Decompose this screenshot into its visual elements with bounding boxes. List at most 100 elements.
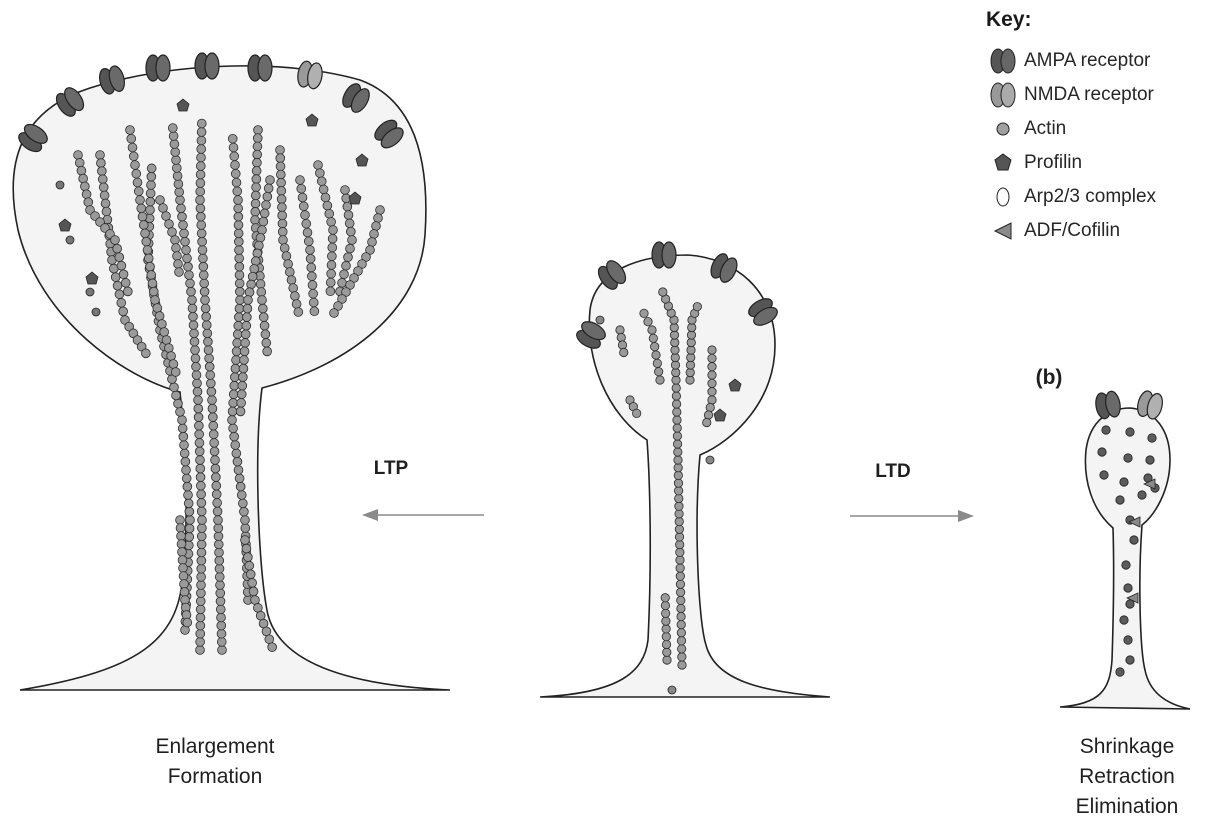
actin-bead [196,212,205,221]
actin-bead [201,296,210,305]
granule [1138,491,1146,499]
actin-bead [708,371,716,379]
actin-bead [149,287,158,296]
actin-bead [209,430,218,439]
actin-bead [640,309,648,317]
actin-bead [278,219,287,228]
actin-bead [142,237,151,246]
actin-bead [254,241,263,250]
actin-bead [229,424,238,433]
actin-bead [678,653,686,661]
actin-bead [175,268,184,277]
actin-bead [263,347,272,356]
actin-bead [197,532,206,541]
actin-bead [703,418,711,426]
actin-bead [241,516,250,525]
actin-bead [197,581,206,590]
actin-bead [141,229,150,238]
actin-bead [704,411,712,419]
actin-bead [242,313,251,322]
actin-bead [644,317,652,325]
actin-bead [216,605,225,614]
actin-bead [299,202,308,211]
actin-bead [196,481,205,490]
key-label: ADF/Cofilin [1024,220,1120,242]
actin-bead [231,364,240,373]
actin-bead [156,196,165,205]
actin-bead [96,151,105,160]
actin-bead [194,396,203,405]
actin-bead [675,540,683,548]
actin-bead [188,304,197,313]
actin-bead [234,196,243,205]
key-label: Arp2/3 complex [1024,186,1156,208]
actin-bead [209,421,218,430]
actin-bead [248,578,257,587]
actin-bead [119,307,128,316]
actin-bead [307,263,316,272]
actin-bead [253,134,262,143]
actin-bead [276,154,285,163]
key-legend: Key: AMPA receptor NMDA receptor Actin P… [986,8,1156,248]
caption-line: Elimination [1052,792,1202,822]
actin-bead [169,360,178,369]
actin-bead [676,588,684,596]
actin-bead [263,192,272,201]
key-title: Key: [986,8,1156,32]
actin-bead [258,296,267,305]
actin-bead [306,246,315,255]
actin-bead [276,162,285,171]
actin-bead [184,499,193,508]
actin-bead [195,447,204,456]
actin-bead [82,190,91,199]
actin-bead [308,281,317,290]
actin-bead [677,620,685,628]
actin-bead [241,338,250,347]
actin-bead [230,373,239,382]
caption-line: Formation [120,762,310,792]
actin-bead [262,338,271,347]
actin-bead [258,304,267,313]
actin-bead [251,216,260,225]
nmda-receptor-icon [986,80,1020,110]
granule [1100,471,1108,479]
actin-bead [102,207,111,216]
actin-bead [620,348,628,356]
actin-bead [197,136,206,145]
actin-bead [259,217,268,226]
actin-bead [176,196,185,205]
actin-bead [196,204,205,213]
actin-bead [206,379,215,388]
actin-bead [147,172,156,181]
actin-bead [190,337,199,346]
actin-bead [251,191,260,200]
actin-bead [168,124,177,133]
actin-bead [197,490,206,499]
actin-bead [171,368,180,377]
ltp-label: LTP [361,454,421,484]
granule [1122,561,1130,569]
actin-bead [197,548,206,557]
actin-bead [662,625,670,633]
actin-bead [197,128,206,137]
actin-bead [151,296,160,305]
actin-bead [195,430,204,439]
actin-bead [284,260,293,269]
actin-bead [182,246,191,255]
actin-bead [234,229,243,238]
actin-bead [673,408,681,416]
ampa-receptor-icon [986,46,1020,76]
actin-bead [653,359,661,367]
actin-bead [199,262,208,271]
actin-bead [212,490,221,499]
actin-bead [196,473,205,482]
actin-bead [280,244,289,253]
actin-bead [196,629,205,638]
actin-bead [159,204,168,213]
actin-bead [232,178,241,187]
actin-bead [174,260,183,269]
actin-bead [242,321,251,330]
actin-bead [214,540,223,549]
actin-bead [235,474,244,483]
actin-bead [240,356,249,365]
